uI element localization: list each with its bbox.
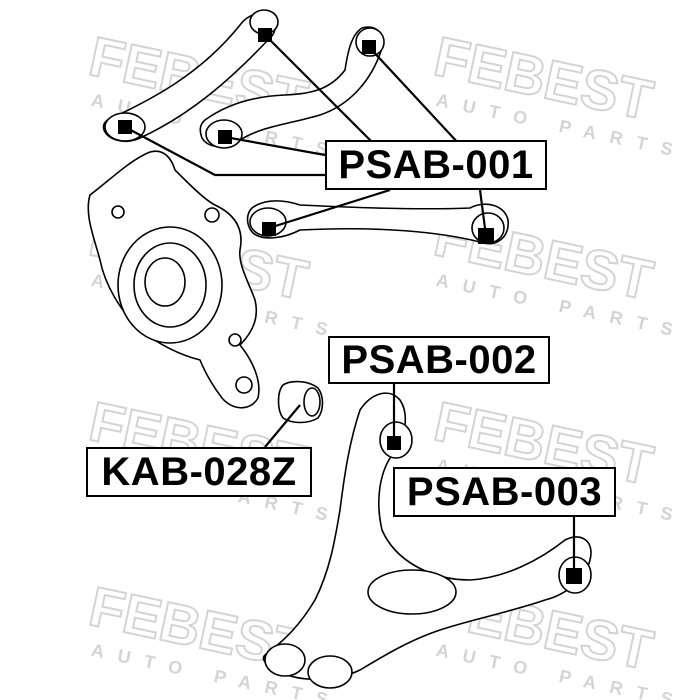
leader-lines	[124, 34, 576, 576]
knuckle-bolt-hole	[204, 207, 220, 223]
leader-line	[264, 404, 301, 448]
leader-line	[268, 188, 391, 230]
knuckle-bolt-hole	[235, 376, 253, 394]
arm-pivot-ring	[264, 643, 306, 677]
leader-line	[124, 126, 325, 177]
arm-pivot-ring	[307, 655, 353, 689]
leader-line	[368, 46, 461, 146]
leader-line	[224, 135, 326, 157]
bushing-insert	[262, 222, 276, 236]
knuckle-bolt-hole	[111, 205, 125, 219]
leader-line	[478, 189, 488, 237]
leader-line	[264, 34, 376, 146]
part-label-kab-028z: KAB-028Z	[86, 447, 312, 497]
arm-spring-seat	[367, 569, 457, 615]
part-label-psab-003: PSAB-003	[393, 467, 616, 517]
parts-line-art	[87, 9, 592, 689]
hub-bore	[144, 257, 186, 307]
knuckle-bolt-hole	[228, 333, 242, 347]
bushing-insert	[387, 436, 401, 450]
lower-control-arm	[262, 392, 592, 681]
bushing-face	[303, 387, 321, 417]
part-label-psab-001: PSAB-001	[325, 140, 547, 190]
part-label-psab-002: PSAB-002	[328, 336, 550, 384]
